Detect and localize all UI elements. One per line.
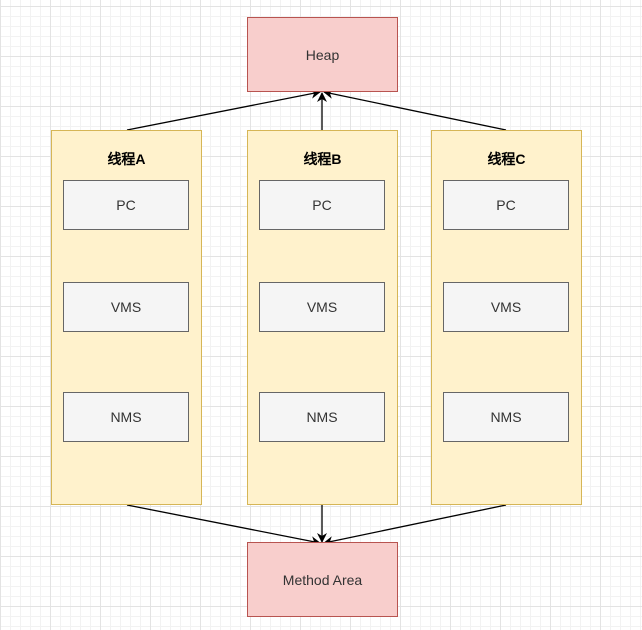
thread-a-vms-node[interactable]: VMS — [63, 282, 189, 332]
thread-b-nms-label: NMS — [306, 409, 338, 425]
thread-c-vms-node[interactable]: VMS — [443, 282, 569, 332]
thread-c-nms-label: NMS — [490, 409, 522, 425]
thread-b-title: 线程B — [303, 151, 342, 167]
thread-c-pc-node[interactable]: PC — [443, 180, 569, 230]
thread-a-title: 线程A — [107, 151, 146, 167]
arrow-thread-a-to-method-area — [126, 504, 321, 547]
thread-b-pc-node[interactable]: PC — [259, 180, 385, 230]
thread-b-vms-node[interactable]: VMS — [259, 282, 385, 332]
arrow-thread-a-to-heap — [126, 88, 321, 131]
arrow-thread-c-to-heap — [323, 88, 507, 131]
method-area-node[interactable]: Method Area — [247, 542, 398, 617]
thread-b-vms-label: VMS — [306, 299, 338, 315]
heap-node[interactable]: Heap — [247, 17, 398, 92]
thread-a-nms-node[interactable]: NMS — [63, 392, 189, 442]
heap-label: Heap — [305, 46, 340, 63]
thread-a-pc-label: PC — [116, 197, 136, 213]
thread-a-vms-label: VMS — [110, 299, 142, 315]
thread-c-nms-node[interactable]: NMS — [443, 392, 569, 442]
thread-a-nms-label: NMS — [110, 409, 142, 425]
thread-c-pc-label: PC — [496, 197, 516, 213]
arrow-thread-c-to-method-area — [323, 504, 507, 547]
thread-a-pc-node[interactable]: PC — [63, 180, 189, 230]
thread-b-nms-node[interactable]: NMS — [259, 392, 385, 442]
thread-b-pc-label: PC — [312, 197, 332, 213]
method-area-label: Method Area — [282, 571, 363, 588]
thread-c-title: 线程C — [487, 151, 526, 167]
thread-c-vms-label: VMS — [490, 299, 522, 315]
